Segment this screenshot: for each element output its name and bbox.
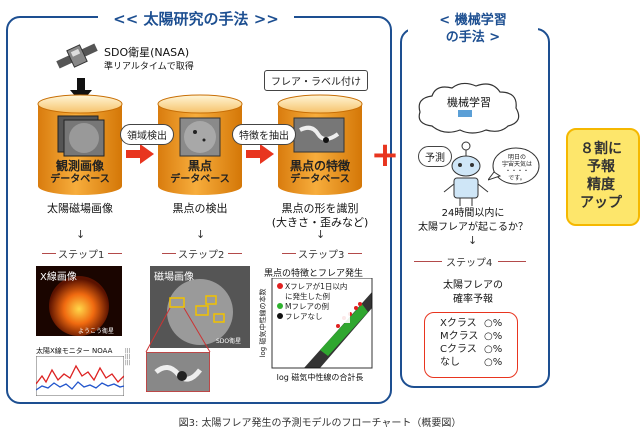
question-line1: 24時間以内に (441, 208, 505, 219)
bubble-detect: 領域検出 (120, 124, 174, 145)
step2-magnetic-image (150, 266, 250, 348)
result-box (566, 128, 640, 226)
database-1-label: 太陽磁場画像 (47, 202, 113, 215)
step1-label: ステップ1 (58, 250, 105, 261)
step1-noaa-title: 太陽X線モニター NOAA (36, 347, 113, 355)
right-panel-title-line1: < 機械学習 (439, 13, 507, 28)
step1-down-arrow: ↓ (76, 228, 86, 241)
step1-xray-title: X線画像 (40, 272, 77, 283)
class-row-x: Xクラス ○% (440, 318, 510, 330)
class-none-pct: ○% (484, 357, 503, 368)
database-1-title-line1: 観測画像 (55, 159, 104, 173)
robot-speech-text: 明日の 宇宙天気は ・・・・ です。 (501, 154, 532, 182)
step3-label: ステップ3 (298, 250, 345, 261)
step1-line-right (108, 253, 122, 254)
step2-label: ステップ2 (178, 250, 225, 261)
step2-down-arrow: ↓ (196, 228, 206, 241)
step3-legend: Xフレアが1日以内 に発生した例 Mフレアの例 フレアなし (274, 281, 351, 323)
result-line1: ８割に (580, 141, 622, 157)
database-1-cylinder (37, 94, 123, 195)
result-line4: アップ (580, 195, 622, 211)
cloud-label: 機械学習 (447, 96, 491, 109)
step4-line-right (498, 261, 526, 262)
database-3-cylinder (277, 94, 363, 195)
class-none-name: なし (440, 357, 460, 368)
database-2-title: 黒点 データベース (160, 159, 240, 185)
database-2-cylinder (157, 94, 243, 195)
database-3-label2: (大きさ・歪みなど) (271, 216, 369, 229)
step4-down-arrow: ↓ (468, 234, 478, 247)
step2-line-left (162, 253, 176, 254)
step2-zoom-image (146, 352, 210, 392)
prob-title-line2: 確率予報 (453, 294, 493, 305)
database-3-label: 黒点の形を識別 (281, 202, 359, 215)
figure-caption: 図3: 太陽フレア発生の予測モデルのフローチャート（概要図） (178, 418, 462, 429)
legend-x-flare: Xフレアが1日以内 (277, 282, 347, 292)
right-panel-title-line2: の手法 > (445, 30, 501, 45)
step3-xlabel: log 磁気中性線の合計長 (276, 373, 364, 382)
probability-box (424, 312, 518, 378)
step1-noaa-side-text: ||||||||| (125, 348, 131, 366)
step1-xray-image (36, 266, 122, 336)
step4-label: ステップ4 (446, 258, 493, 269)
bubble-extract: 特徴を抽出 (232, 124, 296, 145)
step1-noaa-plot (36, 356, 124, 396)
database-2-title-line1: 黒点 (187, 159, 212, 173)
step3-title: 黒点の特徴とフレア発生 (264, 269, 364, 279)
step1-xray-credit: ようこう衛星 (78, 328, 115, 335)
database-3-title: 黒点の特徴 データベース (280, 159, 360, 185)
step3-down-arrow: ↓ (316, 228, 326, 241)
prob-title-line1: 太陽フレアの (443, 280, 503, 291)
step3-line-left (282, 253, 296, 254)
step2-zoom-lines (145, 307, 211, 353)
class-x-pct: ○% (484, 318, 503, 329)
class-row-none: なし ○% (440, 357, 510, 369)
result-line3: 精度 (587, 177, 615, 193)
database-2-title-line2: データベース (170, 173, 230, 185)
database-3-title-line2: データベース (290, 173, 350, 185)
satellite-label: SDO衛星(NASA) (104, 46, 190, 59)
legend-m-flare: Mフレアの例 (277, 302, 347, 312)
robot-speech-bubble (488, 147, 540, 185)
right-panel-title: < 機械学習 の手法 > (408, 12, 538, 46)
database-1-title: 観測画像 データベース (40, 159, 120, 185)
class-m-pct: ○% (484, 331, 503, 342)
robot-icon (443, 141, 489, 206)
question-line2: 太陽フレアが起こるか？ (418, 222, 528, 233)
database-2-label: 黒点の検出 (172, 202, 228, 215)
bubble-flare-label: フレア・ラベル付け (264, 70, 368, 91)
plus-sign: + (370, 135, 400, 175)
result-text: ８割に 予報 精度 アップ (566, 140, 636, 212)
left-panel-title: << 太陽研究の手法 >> (98, 8, 294, 29)
database-3-title-line1: 黒点の特徴 (289, 159, 350, 173)
cloud-shape (418, 82, 520, 134)
step2-title: 磁場画像 (154, 272, 194, 283)
class-row-c: Cクラス ○% (440, 344, 510, 356)
result-line2: 予報 (587, 159, 615, 175)
database-1-title-line2: データベース (50, 173, 110, 185)
satellite-icon (56, 43, 98, 69)
satellite-sub: 準リアルタイムで取得 (104, 62, 194, 72)
step4-line-left (414, 261, 442, 262)
predict-bubble: 予測 (418, 146, 452, 167)
step2-credit: SDO衛星 (216, 338, 242, 345)
legend-no-flare: フレアなし (277, 312, 347, 322)
step3-line-right (348, 253, 362, 254)
class-row-m: Mクラス ○% (440, 331, 510, 343)
step2-line-right (228, 253, 242, 254)
class-c-pct: ○% (484, 344, 503, 355)
step3-ylabel: log 磁気中性線の本数 (259, 288, 267, 358)
class-c-name: Cクラス (440, 344, 477, 355)
class-m-name: Mクラス (440, 331, 479, 342)
legend-x-flare-cont: に発生した例 (285, 292, 330, 301)
step1-line-left (42, 253, 56, 254)
class-x-name: Xクラス (440, 318, 477, 329)
